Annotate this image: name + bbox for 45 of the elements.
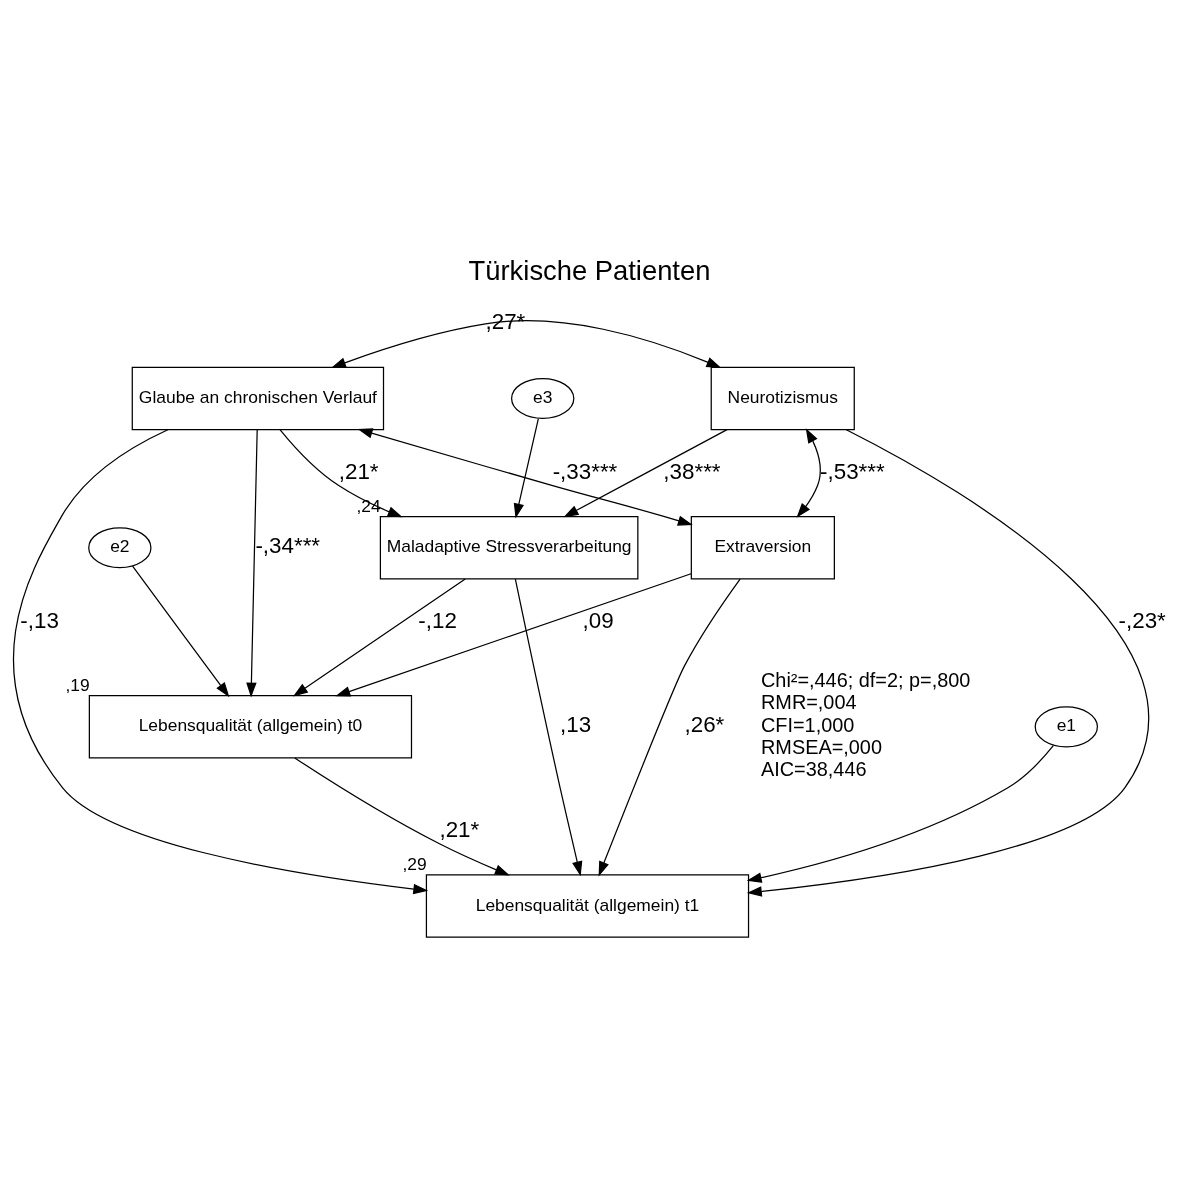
arrow bbox=[357, 427, 693, 526]
arrow bbox=[598, 578, 741, 876]
edge-label: ,13 bbox=[560, 711, 592, 737]
edge-label: ,21* bbox=[439, 816, 480, 842]
node-box: Extraversion bbox=[690, 515, 835, 579]
label: Chi²=,446; df=2; p=,800 bbox=[760, 668, 971, 691]
arrow bbox=[796, 427, 821, 518]
node-box: Neurotizismus bbox=[710, 366, 855, 430]
edge-label: ,38*** bbox=[663, 458, 721, 484]
node-ellipse: e1 bbox=[1034, 705, 1099, 747]
label: RMR=,004 bbox=[760, 690, 857, 713]
edge-label: ,09 bbox=[582, 607, 614, 633]
edge-label: ,21* bbox=[338, 458, 379, 484]
arrow bbox=[294, 756, 510, 875]
node-ellipse: e2 bbox=[88, 526, 152, 568]
label: CFI=1,000 bbox=[760, 713, 855, 736]
arrow bbox=[513, 417, 539, 518]
arrow bbox=[246, 428, 258, 697]
arrow bbox=[293, 577, 466, 697]
arrow bbox=[331, 319, 722, 368]
edge-label: -,53*** bbox=[820, 458, 885, 484]
edge-label: ,26* bbox=[684, 711, 725, 737]
arrow bbox=[132, 565, 230, 697]
edge-label: -,34*** bbox=[255, 532, 321, 558]
arrow bbox=[335, 572, 692, 696]
label: RMSEA=,000 bbox=[760, 735, 882, 758]
arrow bbox=[563, 428, 728, 517]
arrow bbox=[13, 428, 429, 894]
edge-label: -,13 bbox=[20, 607, 59, 633]
node-label: ,19 bbox=[65, 674, 90, 695]
diagram-title: Türkische Patienten bbox=[468, 254, 711, 286]
edge-label: -,23* bbox=[1118, 607, 1166, 633]
edge-label: -,33*** bbox=[552, 458, 618, 484]
arrow bbox=[279, 428, 403, 517]
node-box: Lebensqualität (allgemein) t1 bbox=[425, 873, 750, 938]
arrow bbox=[746, 428, 1150, 897]
edge-label: -,12 bbox=[418, 607, 457, 633]
node-box: Maladaptive Stressverarbeitung bbox=[379, 515, 639, 579]
label: AIC=38,446 bbox=[760, 757, 867, 780]
node-label: ,29 bbox=[402, 853, 427, 874]
arrow bbox=[514, 578, 583, 876]
arrow bbox=[746, 744, 1054, 883]
node-box: Glaube an chronischen Verlauf bbox=[131, 366, 385, 430]
node-ellipse: e3 bbox=[511, 377, 575, 419]
node-box: Lebensqualität (allgemein) t0 bbox=[88, 694, 413, 759]
